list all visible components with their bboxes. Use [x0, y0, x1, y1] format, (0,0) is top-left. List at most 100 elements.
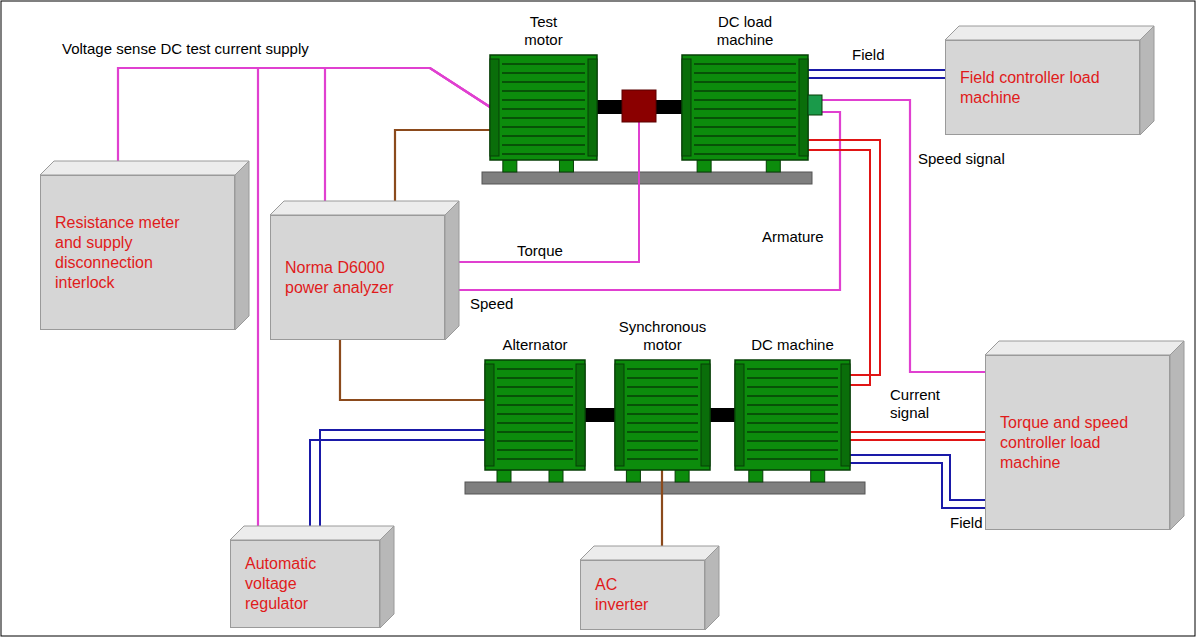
base-plate — [465, 482, 865, 494]
machine-foot — [811, 470, 825, 482]
machine-housing — [682, 55, 808, 160]
cooling-rib — [627, 386, 698, 387]
cooling-rib — [627, 377, 698, 378]
annotation-label: Torque — [515, 242, 565, 260]
wire-line — [850, 431, 985, 433]
signal-label: Current signal — [888, 386, 954, 422]
cooling-rib — [627, 404, 698, 405]
cooling-rib — [747, 386, 838, 387]
cooling-rib — [502, 144, 585, 145]
wire-line — [850, 439, 985, 441]
machine-label: Alternator — [485, 336, 585, 354]
machine-drawing — [682, 55, 808, 160]
box-top-face — [580, 546, 719, 560]
machine-end-cap — [615, 364, 624, 466]
machine-body: DC load machine — [682, 55, 808, 160]
cooling-rib — [497, 458, 573, 459]
cooling-rib — [497, 386, 573, 387]
machine-foot — [497, 470, 511, 482]
machine-end-cap — [588, 59, 597, 156]
speed-encoder — [808, 95, 822, 115]
machine-end-cap — [701, 364, 710, 466]
cooling-rib — [502, 90, 585, 91]
connector — [325, 68, 490, 201]
machine-drawing — [490, 55, 597, 160]
cooling-rib — [694, 90, 796, 91]
cooling-rib — [502, 108, 585, 109]
annotation-label: Voltage sense DC test current supply — [60, 40, 311, 58]
box-top-face — [230, 526, 394, 540]
cooling-rib — [747, 377, 838, 378]
controller-box: Automatic voltage regulator — [230, 540, 380, 628]
machine-body: Synchronous motor — [615, 360, 710, 470]
cooling-rib — [627, 422, 698, 423]
wire-line — [340, 340, 485, 400]
controller-label: Field controller load machine — [960, 68, 1110, 108]
cooling-rib — [747, 449, 838, 450]
wire-line — [395, 130, 490, 201]
machine-foot — [549, 470, 563, 482]
machine-drawing — [615, 360, 710, 470]
cooling-rib — [694, 126, 796, 127]
cooling-rib — [747, 395, 838, 396]
wire-line — [325, 68, 490, 201]
wire-line — [850, 463, 985, 508]
connector — [850, 455, 985, 508]
cooling-rib — [627, 431, 698, 432]
machine-label: DC load machine — [708, 13, 783, 49]
cooling-rib — [747, 440, 838, 441]
shaft — [710, 408, 735, 422]
cooling-rib — [627, 458, 698, 459]
cooling-rib — [747, 413, 838, 414]
box-side-face — [445, 201, 459, 340]
cooling-rib — [694, 144, 796, 145]
torque-coupling — [622, 90, 656, 122]
machine-foot — [697, 160, 711, 172]
wire-line — [661, 470, 663, 546]
cooling-rib — [747, 422, 838, 423]
cooling-rib — [497, 368, 573, 369]
machine-end-cap — [841, 364, 850, 466]
controller-box: Norma D6000 power analyzer — [270, 215, 445, 340]
machine-foot — [749, 470, 763, 482]
machine-foot — [559, 160, 573, 172]
machine-foot — [503, 160, 517, 172]
signal-label: Armature — [760, 228, 826, 246]
cooling-rib — [627, 413, 698, 414]
cooling-rib — [502, 99, 585, 100]
cooling-rib — [502, 117, 585, 118]
box-top-face — [985, 341, 1184, 355]
wire-line — [808, 69, 945, 71]
machine-end-cap — [799, 59, 808, 156]
cooling-rib — [694, 72, 796, 73]
machine-label: Test motor — [514, 13, 574, 49]
cooling-rib — [497, 440, 573, 441]
wire-line — [118, 68, 490, 161]
machine-foot — [626, 470, 640, 482]
cooling-rib — [747, 431, 838, 432]
cooling-rib — [627, 395, 698, 396]
controller-box: Torque and speed controller load machine — [985, 355, 1170, 530]
cooling-rib — [497, 404, 573, 405]
wire-line — [320, 430, 485, 526]
machine-end-cap — [485, 364, 494, 466]
machine-end-cap — [735, 364, 744, 466]
controller-box: Field controller load machine — [945, 40, 1140, 135]
cooling-rib — [694, 117, 796, 118]
cooling-rib — [502, 63, 585, 64]
connector — [258, 68, 490, 526]
cooling-rib — [497, 413, 573, 414]
base-plate — [482, 172, 812, 184]
signal-label: Field — [948, 514, 985, 532]
cooling-rib — [747, 404, 838, 405]
controller-label: Resistance meter and supply disconnectio… — [55, 213, 205, 293]
cooling-rib — [627, 368, 698, 369]
cooling-rib — [694, 135, 796, 136]
cooling-rib — [497, 422, 573, 423]
connector — [850, 432, 985, 440]
wire-line — [808, 77, 945, 79]
connector — [118, 68, 490, 161]
cooling-rib — [694, 99, 796, 100]
